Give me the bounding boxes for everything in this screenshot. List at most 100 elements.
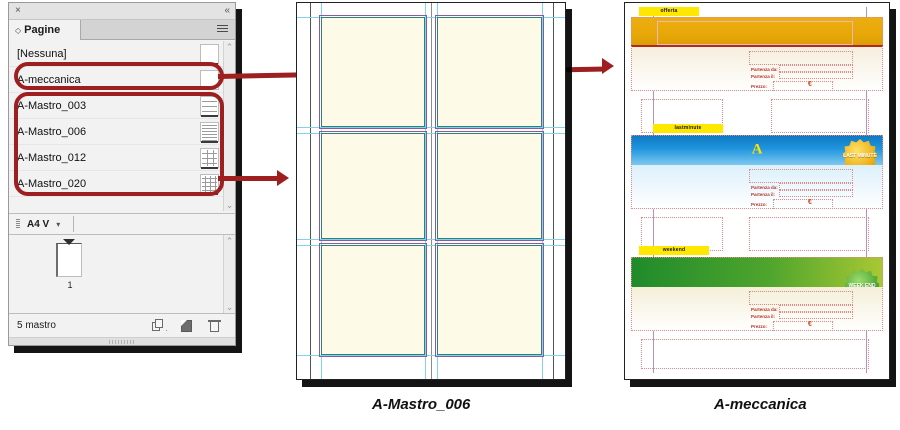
master-thumbnail-rows6 (200, 122, 219, 143)
frame-outline[interactable] (631, 257, 883, 331)
chevron-down-icon[interactable]: ▾ (56, 219, 61, 229)
section-tag-weekend: weekend (639, 246, 709, 255)
field-input-partenza-il[interactable] (779, 190, 853, 197)
master-pages-list[interactable]: [Nessuna] A-meccanica A-Mastro_003 A-Mas… (9, 41, 235, 211)
caption-mastro: A-Mastro_006 (372, 396, 471, 413)
page-size-row[interactable]: A4 V ▾ (9, 213, 235, 235)
header-band-offerta[interactable] (631, 17, 883, 47)
content-frame[interactable] (319, 131, 427, 241)
header-band-lastminute[interactable] (631, 135, 883, 165)
content-frame[interactable] (435, 243, 544, 357)
section-lastminute[interactable]: lastminute A LAST MINUTE Partenza da: Pa… (631, 124, 883, 251)
guide-vertical (542, 3, 543, 379)
detail-frame[interactable] (749, 169, 853, 183)
header-band-weekend[interactable] (631, 257, 883, 287)
master-page-meccanica[interactable]: offerta Partenza da: Partenza il: Prezzo… (631, 7, 883, 373)
field-input-partenza-da[interactable] (779, 183, 853, 190)
field-label-prezzo: Prezzo: (751, 324, 768, 329)
field-input-prezzo[interactable] (773, 199, 833, 209)
body-wash-offerta (631, 47, 883, 91)
field-input-partenza-da[interactable] (779, 65, 853, 72)
master-thumbnail-blank (200, 44, 219, 65)
page-box[interactable] (56, 243, 82, 277)
guide-vertical (425, 3, 426, 379)
master-marker-icon (63, 239, 75, 245)
content-frame[interactable] (319, 15, 427, 129)
field-label-partenza-il: Partenza il: (751, 192, 776, 197)
arrow-short-head (277, 170, 289, 186)
new-master-page-icon[interactable]: . (152, 318, 168, 333)
footer-text-frame[interactable] (641, 339, 869, 369)
master-name: A-Mastro_003 (17, 99, 87, 112)
page-edge-left (310, 3, 311, 379)
field-input-partenza-il[interactable] (779, 312, 853, 319)
pasteboard-meccanica[interactable]: offerta Partenza da: Partenza il: Prezzo… (625, 3, 889, 379)
pages-panel[interactable]: × « ◇ Pagine [Nessuna] A-meccanica A-Mas… (8, 2, 236, 346)
content-frame[interactable] (435, 15, 544, 129)
badge-last-minute-label: LAST MINUTE (843, 153, 877, 159)
tab-pagine[interactable]: ◇ Pagine (9, 20, 81, 40)
master-list-item-mastro-012[interactable]: A-Mastro_012 (9, 145, 235, 171)
new-page-icon[interactable] (180, 319, 193, 333)
pasteboard-mastro[interactable] (297, 3, 565, 379)
panel-titlebar[interactable]: × « (9, 3, 235, 20)
field-label-partenza-da: Partenza da: (751, 67, 778, 72)
detail-frame[interactable] (749, 291, 853, 305)
field-label-prezzo: Prezzo: (751, 84, 768, 89)
guide-horizontal (297, 17, 565, 18)
section-tag-lastminute: lastminute (653, 124, 723, 133)
master-list-scrollbar[interactable]: ⌃ ⌄ (223, 41, 235, 211)
section-tag-offerta: offerta (639, 7, 699, 16)
tab-diamond-icon: ◇ (15, 25, 22, 35)
frame-outline[interactable] (631, 135, 883, 209)
master-name: A-Mastro_012 (17, 151, 87, 164)
page-spine (431, 3, 432, 379)
section-offerta[interactable]: offerta Partenza da: Partenza il: Prezzo… (631, 7, 883, 133)
detail-frame[interactable] (749, 51, 853, 65)
document-window-mastro[interactable] (296, 2, 566, 380)
badge-week-end-label: WEEK END (848, 283, 876, 289)
field-input-partenza-da[interactable] (779, 305, 853, 312)
scroll-up-icon[interactable]: ⌃ (225, 42, 234, 52)
field-input-prezzo[interactable] (773, 81, 833, 91)
text-frame-right[interactable] (749, 217, 869, 251)
master-list-item-mastro-006[interactable]: A-Mastro_006 (9, 119, 235, 145)
footer-icon-group: . (152, 318, 221, 333)
master-name: A-Mastro_006 (17, 125, 87, 138)
text-frame-right[interactable] (771, 99, 869, 133)
image-frame[interactable] (657, 21, 853, 45)
master-count-status: 5 mastro (17, 320, 56, 331)
field-label-partenza-il: Partenza il: (751, 74, 776, 79)
master-name: [Nessuna] (17, 47, 67, 60)
guide-horizontal (297, 127, 565, 128)
frame-outline[interactable] (631, 17, 883, 91)
document-pages-area[interactable]: 1 (9, 235, 235, 313)
master-name: A-meccanica (17, 73, 81, 86)
close-icon[interactable]: × (15, 5, 21, 16)
page-thumbnail-1[interactable]: 1 (56, 239, 84, 290)
content-frame[interactable] (319, 243, 427, 357)
hamburger-menu-icon[interactable] (217, 25, 228, 34)
document-window-meccanica[interactable]: offerta Partenza da: Partenza il: Prezzo… (624, 2, 890, 380)
scroll-down-icon[interactable]: ⌄ (225, 200, 234, 210)
panel-resize-handle[interactable] (9, 337, 235, 345)
master-name: A-Mastro_020 (17, 177, 87, 190)
collapse-panel-icon[interactable]: « (224, 5, 229, 16)
scroll-up-icon[interactable]: ⌃ (225, 236, 234, 246)
pages-scrollbar[interactable]: ⌃ ⌄ (223, 235, 235, 313)
field-label-partenza-da: Partenza da: (751, 185, 778, 190)
currency-symbol: € (808, 321, 812, 328)
page-number: 1 (67, 280, 73, 290)
page-size-value: A4 V (27, 218, 50, 230)
scroll-down-icon[interactable]: ⌄ (225, 302, 234, 312)
highlight-box-mastro-group (14, 92, 224, 196)
body-wash-lastminute (631, 165, 883, 209)
section-weekend[interactable]: weekend WEEK END Partenza da: Partenza i… (631, 246, 883, 369)
field-label-partenza-il: Partenza il: (751, 314, 776, 319)
field-input-partenza-il[interactable] (779, 72, 853, 79)
content-frame[interactable] (435, 131, 544, 241)
delete-page-icon[interactable] (208, 319, 221, 333)
body-wash-weekend (631, 287, 883, 331)
drag-grip-icon[interactable] (16, 219, 20, 229)
field-input-prezzo[interactable] (773, 321, 833, 331)
